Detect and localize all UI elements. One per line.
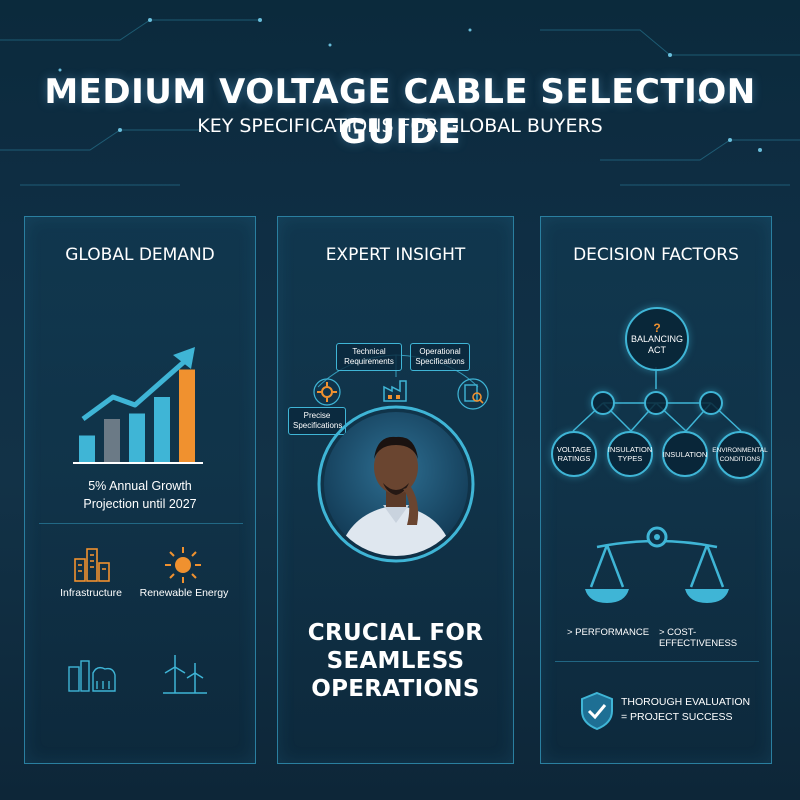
callout-operational-specifications: Operational Specifications (410, 343, 470, 371)
growth-bar (79, 435, 95, 463)
balancing-act-node: ? BALANCING ACT (625, 307, 689, 371)
global-demand-title: GLOBAL DEMAND (65, 245, 215, 265)
factor-label: INSULATION (662, 449, 708, 459)
factory-icon (383, 380, 407, 402)
decision-factors-panel: DECISION FACTORS ? BALANCING ACT VOLTAGE… (540, 216, 772, 764)
sector-renewable-label: Renewable Energy (139, 587, 229, 599)
decision-factors-title: DECISION FACTORS (573, 245, 739, 265)
balancing-line-1: BALANCING (630, 333, 683, 344)
factor-environmental-conditions: ENVIRONMENTAL CONDITIONS (712, 431, 768, 479)
divider (39, 523, 243, 524)
callout-technical-requirements: Technical Requirements (336, 343, 402, 371)
factor-insulation: INSULATION (662, 431, 708, 477)
scale-performance-label: > PERFORMANCE (567, 627, 650, 638)
callout-precise-specifications: Precise Specifications (288, 407, 346, 435)
growth-line-1: 5% Annual Growth (88, 479, 192, 493)
balancing-line-2: ACT (647, 344, 666, 355)
sun-icon (165, 547, 201, 583)
page-subtitle: KEY SPECIFICATIONS FOR GLOBAL BUYERS (197, 115, 603, 137)
growth-bar-chart-icon (73, 347, 203, 464)
factor-label: TYPES (617, 454, 643, 463)
balance-scale-icon (585, 526, 729, 603)
clipboard-search-icon (457, 378, 489, 410)
question-mark-icon: ? (653, 320, 661, 335)
circuit-background (0, 18, 800, 186)
growth-bar (179, 369, 195, 463)
scale-cost-label: > COST-EFFECTIVENESS (659, 627, 738, 649)
growth-line-2: Projection until 2027 (83, 497, 197, 511)
sector-infrastructure-label: Infrastructure (60, 587, 122, 599)
divider (555, 661, 759, 662)
junction-node (644, 391, 668, 415)
expert-insight-panel: EXPERT INSIGHT Technical Requirements Op… (277, 216, 514, 764)
factor-label: INSULATION (607, 445, 653, 454)
growth-bar (104, 419, 120, 463)
factor-label: VOLTAGE (556, 445, 592, 454)
crucial-line-3: OPERATIONS (311, 676, 480, 702)
factor-label: CONDITIONS (719, 456, 761, 463)
junction-node (591, 391, 615, 415)
global-demand-panel: GLOBAL DEMAND 5% Annual Growth Projectio… (24, 216, 256, 764)
crucial-headline: CRUCIAL FOR SEAMLESS OPERATIONS (278, 619, 513, 703)
page-title: MEDIUM VOLTAGE CABLE SELECTION GUIDE (44, 72, 756, 152)
crucial-line-2: SEAMLESS (326, 648, 465, 674)
growth-bar (129, 413, 145, 463)
growth-projection-text: 5% Annual Growth Projection until 2027 (25, 477, 255, 513)
crucial-line-1: CRUCIAL FOR (307, 620, 484, 646)
expert-portrait (317, 405, 475, 563)
shield-check-icon (581, 691, 613, 731)
wind-turbine-icon (163, 655, 207, 694)
factor-label: ENVIRONMENTAL (712, 447, 768, 454)
conclusion-line-2: = PROJECT SUCCESS (621, 711, 733, 723)
buildings-icon (74, 548, 110, 582)
expert-insight-title: EXPERT INSIGHT (325, 245, 466, 265)
junction-node (699, 391, 723, 415)
city-icon (68, 660, 116, 692)
conclusion-text: THOROUGH EVALUATION = PROJECT SUCCESS (621, 695, 750, 725)
growth-bar (154, 397, 170, 463)
gear-icon (313, 378, 341, 406)
conclusion-line-1: THOROUGH EVALUATION (621, 696, 751, 708)
factor-label: RATINGS (557, 454, 591, 463)
